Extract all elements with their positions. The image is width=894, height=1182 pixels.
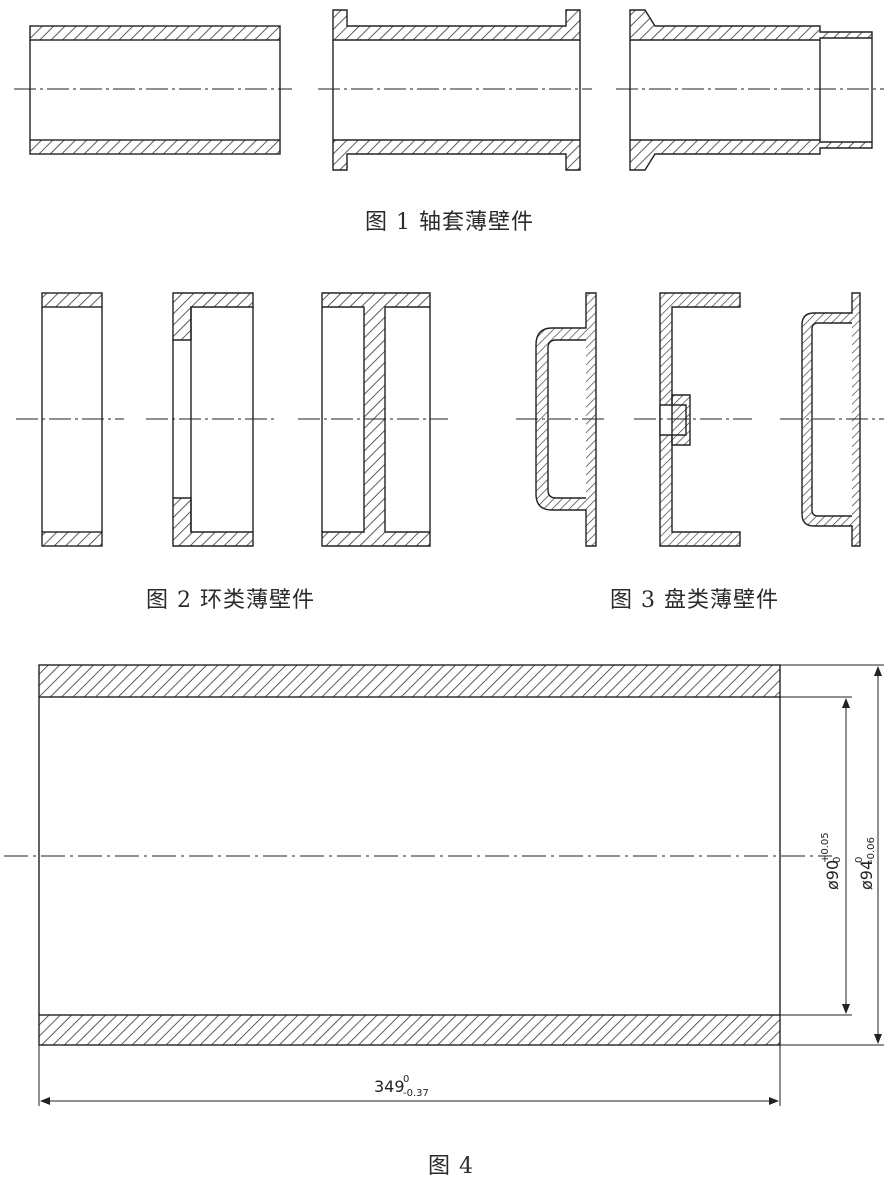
- dim-outer-lower: -0.06: [866, 837, 877, 863]
- fig1-caption: 图 1 轴套薄壁件: [365, 210, 534, 235]
- dim-outer-upper: 0: [854, 857, 865, 863]
- dim-length-upper: 0: [403, 1074, 409, 1085]
- dim-length-lower: -0.37: [403, 1088, 429, 1099]
- fig4-caption: 图 4: [428, 1154, 474, 1179]
- fig1-sleeve-plain: [29, 25, 281, 155]
- fig1-sleeve-flanged: [332, 9, 581, 171]
- dim-outer-nominal: ø94: [857, 860, 876, 890]
- dim-inner-lower: 0: [832, 857, 843, 863]
- fig1-sleeve-stepped: [629, 9, 873, 171]
- dim-inner-upper: +0.05: [820, 832, 831, 863]
- dim-length-nominal: 349: [374, 1077, 405, 1096]
- fig4-dimension-lines: [38, 664, 884, 1106]
- fig2-caption: 图 2 环类薄壁件: [146, 588, 315, 613]
- dim-inner-diameter-label: ø90 +0.05 0: [820, 832, 843, 890]
- dim-outer-diameter-label: ø94 0 -0.06: [854, 837, 877, 890]
- fig3-caption: 图 3 盘类薄壁件: [610, 588, 779, 613]
- fig3-disc-deep: [659, 292, 741, 547]
- dim-length-label: 349 0 -0.37: [374, 1074, 429, 1099]
- fig4-sleeve-section: [38, 664, 781, 1046]
- dim-inner-nominal: ø90: [823, 860, 842, 890]
